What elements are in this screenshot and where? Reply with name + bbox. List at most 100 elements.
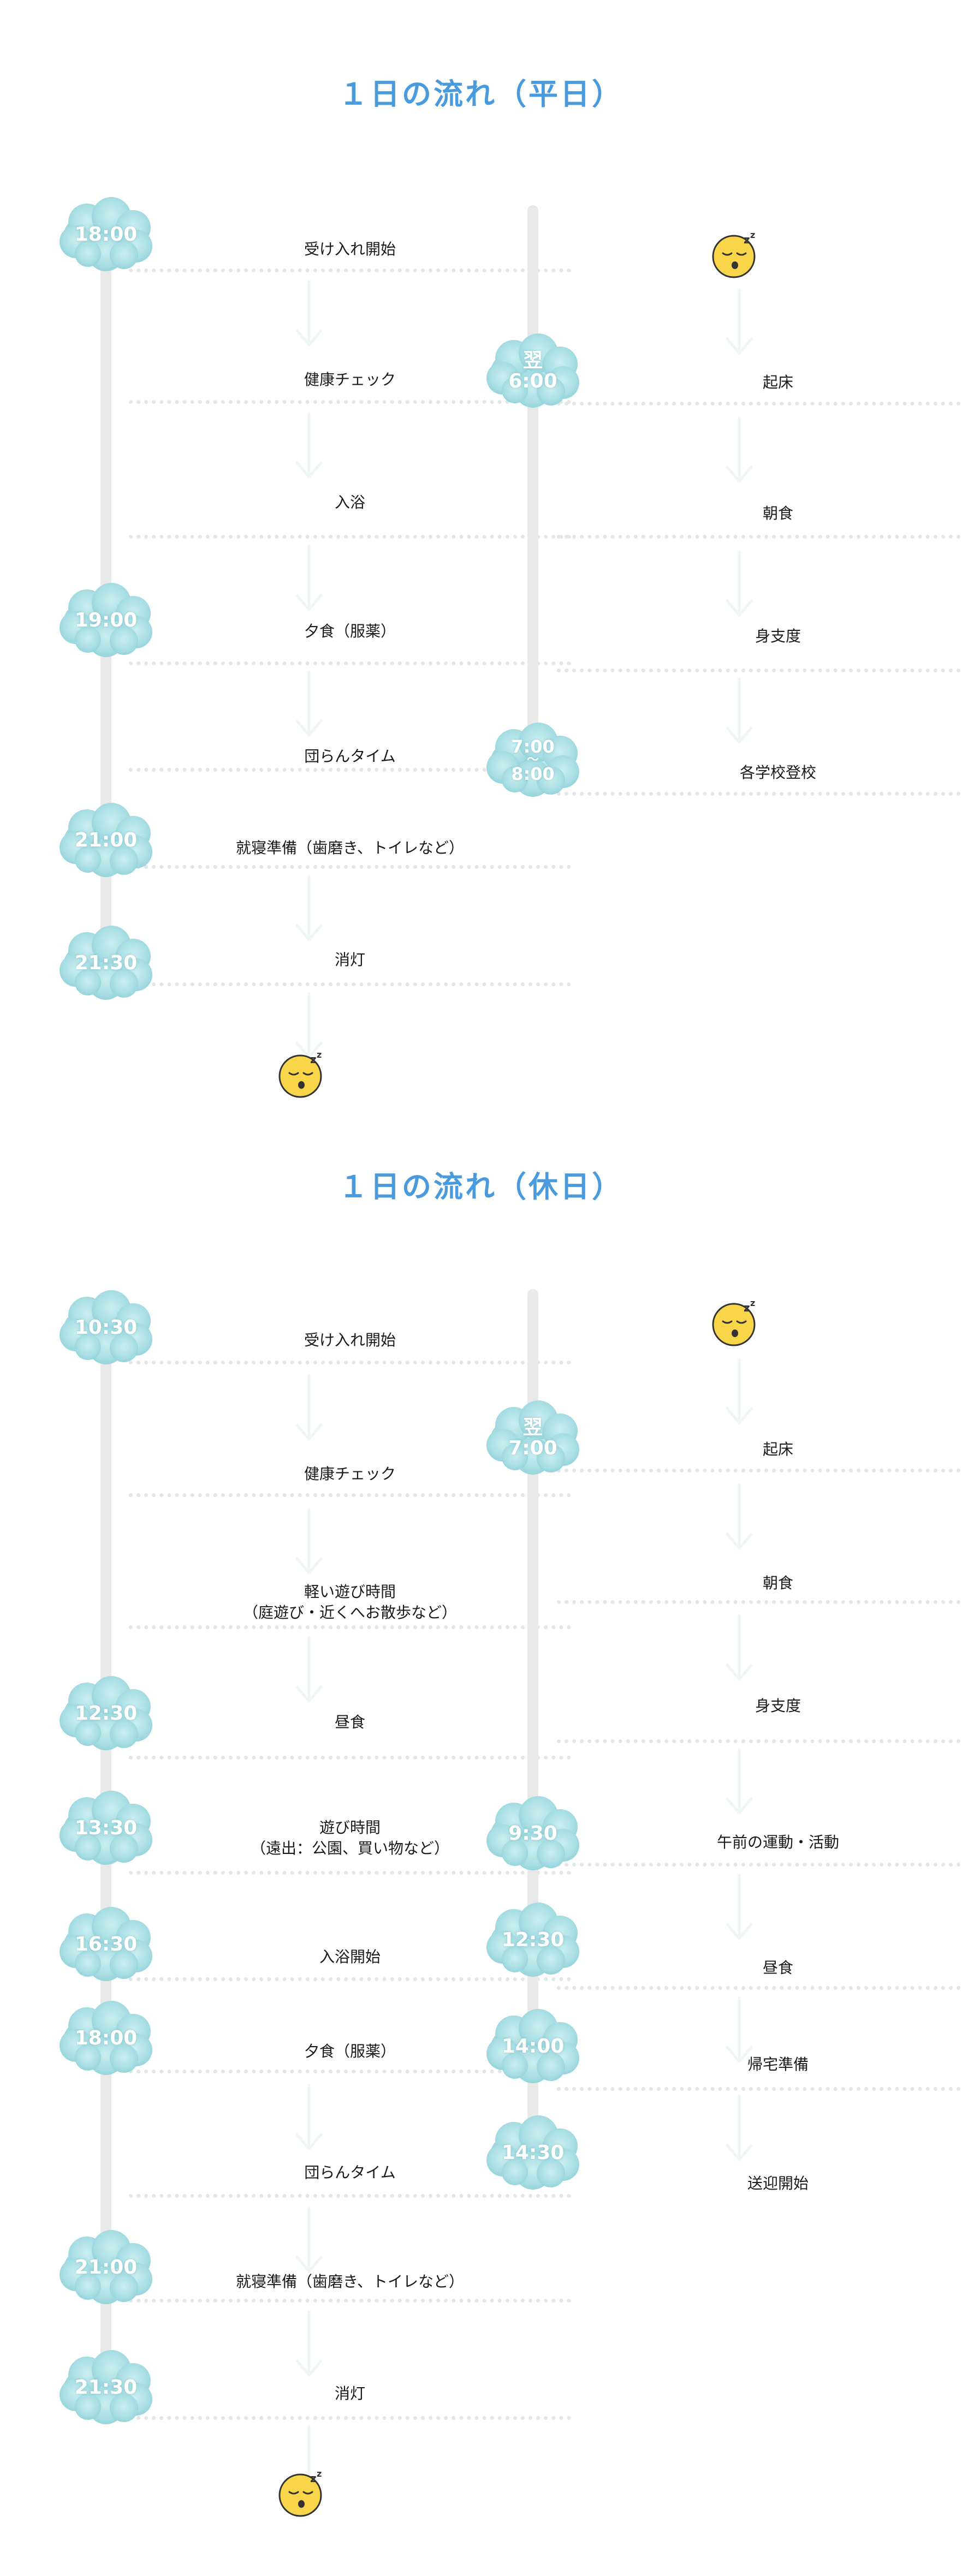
schedule-label: 受け入れ開始 (304, 240, 396, 258)
dotted-divider (557, 402, 962, 406)
dotted-divider (129, 1871, 571, 1875)
time-label: 13:30 (74, 1817, 138, 1839)
dotted-divider (557, 1986, 962, 1990)
time-cloud: 16:30 (54, 1904, 158, 1985)
schedule-label: 夕食（服薬） (304, 622, 396, 640)
time-label: 14:30 (501, 2142, 565, 2164)
time-cloud: 9:30 (481, 1793, 585, 1875)
time-label: 14:00 (501, 2035, 565, 2058)
down-arrow-icon (723, 1356, 756, 1427)
schedule-label: 健康チェック (304, 371, 396, 389)
schedule-label: 軽い遊び時間 （庭遊び・近くへお散歩など） (242, 1583, 457, 1621)
dotted-divider (129, 1625, 571, 1629)
dotted-divider (129, 1493, 571, 1497)
schedule-label: 起床 (762, 1440, 793, 1458)
holiday-title: １日の流れ（休日） (339, 1170, 623, 1204)
down-arrow-icon (723, 1746, 756, 1817)
time-range-separator: 〜 (526, 753, 539, 767)
schedule-label: 消灯 (334, 951, 365, 969)
time-label: 18:00 (74, 223, 138, 246)
time-cloud: 14:30 (481, 2112, 585, 2194)
dotted-divider (129, 2194, 571, 2198)
schedule-label: 夕食（服薬） (304, 2042, 396, 2060)
dotted-divider (557, 535, 962, 539)
schedule-label: 送迎開始 (747, 2174, 809, 2192)
time-label: 16:30 (74, 1933, 138, 1955)
time-prefix: 翌 (522, 1416, 543, 1439)
sleeping-face-icon (276, 1048, 329, 1100)
schedule-label: 各学校登校 (739, 764, 816, 782)
dotted-divider (129, 1977, 571, 1981)
time-cloud: 13:30 (54, 1787, 158, 1869)
schedule-label: 朝食 (762, 1574, 793, 1592)
down-arrow-icon (293, 1373, 325, 1444)
time-label: 10:30 (74, 1316, 138, 1339)
down-arrow-icon (723, 548, 756, 619)
down-arrow-icon (293, 410, 325, 481)
down-arrow-icon (723, 287, 756, 357)
time-start: 7:00 (511, 736, 555, 757)
down-arrow-icon (723, 2093, 756, 2164)
dotted-divider (557, 1739, 962, 1743)
down-arrow-icon (293, 669, 325, 740)
schedule-label: 身支度 (755, 1697, 801, 1715)
time-label: 7:00 (508, 1437, 557, 1459)
dotted-divider (557, 1469, 962, 1472)
time-label: 21:30 (74, 952, 138, 974)
down-arrow-icon (723, 1613, 756, 1684)
down-arrow-icon (723, 1482, 756, 1553)
time-cloud: 19:00 (54, 580, 158, 661)
schedule-label: 昼食 (334, 1713, 365, 1731)
time-cloud: 7:00 〜 8:00 (481, 719, 585, 801)
sleeping-face-icon (710, 1296, 762, 1349)
schedule-label: 午前の運動・活動 (716, 1833, 839, 1851)
schedule-label: 朝食 (762, 504, 793, 522)
time-label: 12:30 (501, 1929, 565, 1951)
time-label: 6:00 (508, 370, 557, 392)
down-arrow-icon (723, 676, 756, 747)
schedule-label: 帰宅準備 (747, 2055, 809, 2073)
schedule-label: 昼食 (762, 1959, 793, 1977)
dotted-divider (557, 2087, 962, 2091)
time-cloud: 18:00 (54, 1997, 158, 2079)
schedule-label: 消灯 (334, 2384, 365, 2402)
time-label: 21:30 (74, 2376, 138, 2399)
schedule-label: 就寝準備（歯磨き、トイレなど） (235, 839, 465, 857)
time-prefix: 翌 (522, 349, 543, 372)
down-arrow-icon (293, 543, 325, 614)
dotted-divider (129, 982, 571, 986)
dotted-divider (129, 768, 571, 772)
schedule-label: 就寝準備（歯磨き、トイレなど） (235, 2273, 465, 2291)
dotted-divider (557, 669, 962, 672)
time-label: 21:00 (74, 829, 138, 851)
time-label: 9:30 (508, 1822, 557, 1845)
down-arrow-icon (293, 1635, 325, 1706)
time-cloud: 翌 7:00 (481, 1397, 585, 1479)
time-cloud: 12:30 (54, 1673, 158, 1755)
time-label: 12:30 (74, 1702, 138, 1725)
weekday-title: １日の流れ（平日） (339, 77, 623, 111)
dotted-divider (557, 1600, 962, 1604)
down-arrow-icon (293, 1506, 325, 1577)
schedule-label: 受け入れ開始 (304, 1331, 396, 1349)
weekday-right-timeline (527, 205, 538, 756)
schedule-label: 身支度 (755, 627, 801, 645)
down-arrow-icon (723, 415, 756, 486)
time-cloud: 18:00 (54, 194, 158, 276)
time-label: 21:00 (74, 2256, 138, 2279)
time-cloud: 21:00 (54, 800, 158, 881)
sleeping-face-icon (710, 228, 762, 281)
time-cloud: 10:30 (54, 1287, 158, 1369)
sleeping-face-icon (276, 2467, 329, 2519)
time-label: 19:00 (74, 609, 138, 631)
dotted-divider (557, 792, 962, 796)
time-cloud: 21:30 (54, 922, 158, 1004)
down-arrow-icon (293, 2309, 325, 2380)
down-arrow-icon (293, 278, 325, 349)
time-label: 8:00 (511, 764, 555, 784)
time-label: 18:00 (74, 2027, 138, 2049)
down-arrow-icon (293, 2205, 325, 2276)
schedule-label: 健康チェック (304, 1465, 396, 1483)
dotted-divider (129, 1361, 571, 1364)
down-arrow-icon (293, 2082, 325, 2153)
